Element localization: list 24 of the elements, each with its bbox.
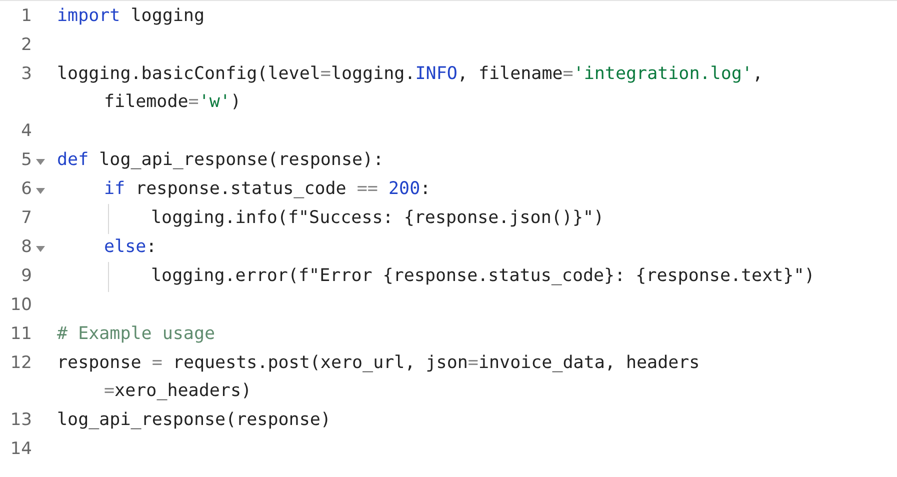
code-line: import logging: [57, 5, 205, 28]
line-number: 11: [9, 323, 32, 346]
line-number: 7: [20, 207, 32, 230]
code-line: response = requests.post(xero_url, json=invoice_data, headers =xero_headers): [57, 352, 700, 403]
code-line: def log_api_response(response):: [57, 149, 384, 172]
line-number: 14: [9, 438, 32, 461]
line-number: 6: [20, 178, 32, 201]
line-number: 4: [20, 120, 32, 143]
line-number: 8: [20, 236, 32, 259]
line-number: 1: [20, 5, 32, 28]
line-number: 10: [9, 294, 32, 317]
code-line: logging.basicConfig(level=logging.INFO, filename='integration.log', filemode='w'): [57, 63, 763, 114]
code-line: logging.info(f"Success: {response.json()}"): [151, 207, 604, 230]
line-number: 3: [20, 63, 32, 86]
line-number: 5: [20, 149, 32, 172]
code-line: if response.status_code == 200:: [104, 178, 431, 201]
line-number: 12: [9, 352, 32, 375]
code-line: else:: [104, 236, 157, 259]
code-line: # Example usage: [57, 323, 216, 346]
code-line: log_api_response(response): [57, 409, 331, 432]
line-number: 13: [9, 409, 32, 432]
line-number: 2: [20, 34, 32, 57]
code-line: logging.error(f"Error {response.status_code}: {response.text}"): [151, 265, 815, 288]
line-number: 9: [20, 265, 32, 288]
